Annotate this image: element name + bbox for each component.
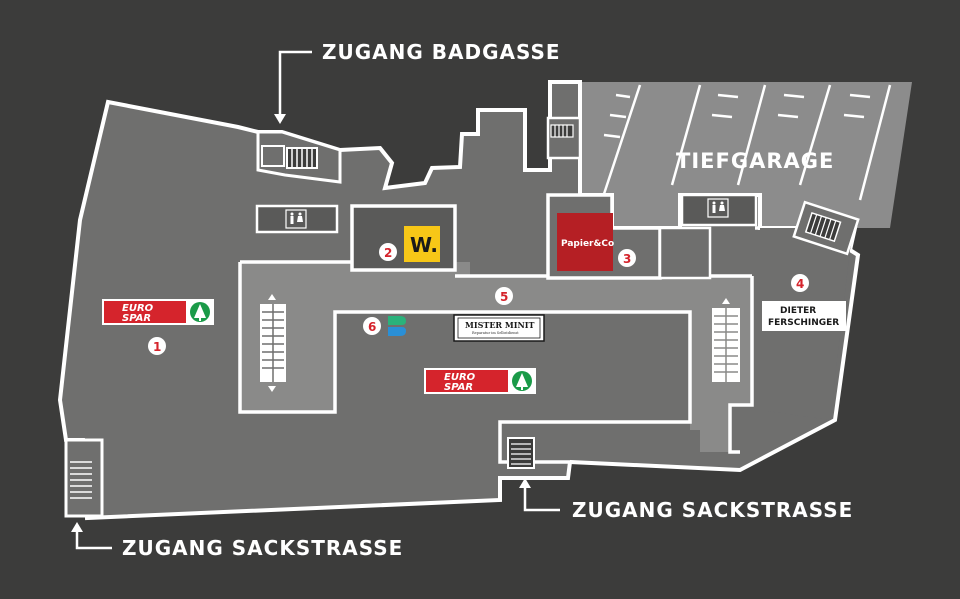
tiefgarage-area [580, 82, 912, 228]
restroom-icon [707, 198, 729, 218]
access-sackstrasse-right-label: ZUGANG SACKSTRASSE [572, 498, 853, 522]
svg-text:6: 6 [368, 320, 376, 334]
stairs-icon [286, 147, 318, 169]
marker-5[interactable]: 5 [495, 287, 513, 305]
spar-tree-icon [190, 302, 210, 322]
tiefgarage-label: TIEFGARAGE [676, 149, 834, 173]
marker-4[interactable]: 4 [791, 274, 809, 292]
store-1-logo[interactable]: EURO SPAR [102, 299, 214, 325]
svg-text:1: 1 [153, 340, 161, 354]
marker-3[interactable]: 3 [618, 249, 636, 267]
arrow-up-icon [71, 522, 83, 532]
escalator-left [260, 294, 286, 392]
arrow-up-icon [519, 478, 531, 488]
store-2-logo[interactable]: W. [404, 226, 440, 262]
arrow-down-icon [274, 114, 286, 124]
restroom-icon [285, 209, 307, 229]
svg-text:FERSCHINGER: FERSCHINGER [768, 318, 839, 328]
svg-text:Reparatur im Selbstdienst: Reparatur im Selbstdienst [472, 331, 519, 335]
marker-1[interactable]: 1 [148, 337, 166, 355]
store-6-logo[interactable] [388, 316, 406, 336]
svg-text:5: 5 [500, 290, 508, 304]
access-sackstrasse-right-arrow [519, 478, 560, 512]
svg-text:SPAR: SPAR [122, 313, 151, 324]
svg-text:EURO: EURO [444, 372, 476, 383]
restroom-left [255, 204, 339, 234]
stairs-right [792, 200, 860, 256]
access-badgasse-label: ZUGANG BADGASSE [322, 40, 561, 64]
store-4-logo[interactable]: DIETER FERSCHINGER [762, 301, 846, 331]
store-5-logo[interactable]: MISTER MINIT Reparatur im Selbstdienst [453, 314, 545, 342]
stairs-sackstrasse-right [507, 437, 535, 469]
escalator-icon [260, 294, 286, 392]
svg-text:4: 4 [796, 277, 804, 291]
escalator-icon [712, 298, 740, 382]
svg-text:DIETER: DIETER [780, 306, 816, 316]
svg-text:MISTER MINIT: MISTER MINIT [465, 320, 535, 330]
store-3-logo[interactable]: Papier&Co [557, 213, 614, 271]
svg-text:EURO: EURO [122, 303, 154, 314]
eurospar-center-logo[interactable]: EURO SPAR [424, 368, 536, 394]
svg-text:W.: W. [410, 233, 438, 257]
stairs-sackstrasse-left [64, 438, 104, 518]
access-badgasse-arrow [274, 50, 312, 124]
stairs-badgasse [256, 130, 342, 184]
svg-text:Papier&Co: Papier&Co [561, 239, 614, 249]
marker-6[interactable]: 6 [363, 317, 381, 335]
stairs-upper-core [546, 116, 582, 160]
access-sackstrasse-left-arrow [71, 522, 112, 550]
svg-text:SPAR: SPAR [444, 382, 473, 393]
svg-text:3: 3 [623, 252, 631, 266]
spar-tree-icon [512, 371, 532, 391]
restroom-right [680, 193, 758, 227]
marker-2[interactable]: 2 [379, 243, 397, 261]
access-sackstrasse-left-label: ZUGANG SACKSTRASSE [122, 536, 403, 560]
escalator-right [712, 298, 740, 382]
svg-text:2: 2 [384, 246, 392, 260]
